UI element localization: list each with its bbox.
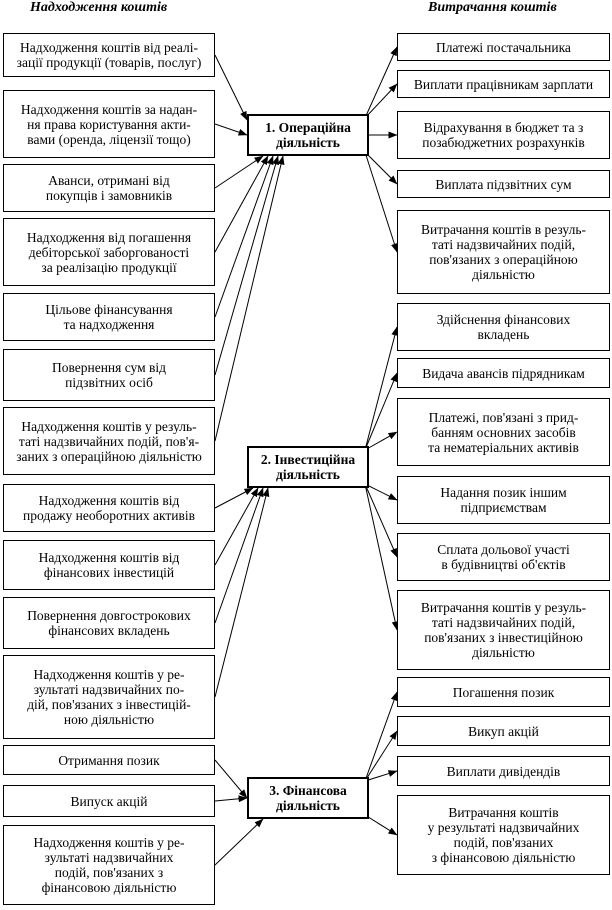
inflow-box: Отримання позик	[3, 745, 215, 775]
inflow-box: Випуск акцій	[3, 785, 215, 817]
outflow-arrow	[364, 483, 398, 501]
outflow-box: Викуп акцій	[397, 716, 610, 746]
outflow-box: Виплата підзвітних сум	[397, 170, 610, 198]
outflow-arrow	[364, 770, 398, 782]
outflow-arrow	[364, 691, 398, 782]
inflow-arrow	[214, 795, 248, 803]
inflow-arrow	[214, 487, 270, 698]
inflow-arrow	[214, 54, 248, 121]
outflow-arrow	[364, 483, 398, 558]
outflow-box: Виплати дивідендів	[397, 756, 610, 786]
outflow-box: Платежі постачальника	[397, 33, 610, 61]
activity-box: 1. Операційна діяльність	[247, 114, 369, 156]
inflow-box: Надходження коштів від продажу необоротн…	[3, 484, 215, 532]
outflow-arrow	[364, 83, 398, 119]
outflow-box: Витрачання коштів у результаті надзвичай…	[397, 795, 610, 875]
inflow-box: Надходження коштів від фінансових інвест…	[3, 540, 215, 590]
inflow-arrow	[214, 155, 264, 189]
inflow-box: Повернення сум від підзвітних осіб	[3, 349, 215, 401]
outflow-arrow	[364, 730, 398, 782]
inflows-header: Надходження коштів	[30, 0, 168, 15]
outflows-header: Витрачання коштів	[428, 0, 557, 15]
outflow-arrow	[364, 814, 398, 836]
inflow-box: Надходження коштів за надан- ня права ко…	[3, 90, 215, 158]
activity-box: 2. Інвестиційна діяльність	[247, 446, 369, 488]
outflow-arrow	[364, 483, 399, 631]
inflow-arrow	[214, 123, 248, 136]
inflow-arrow	[214, 487, 259, 566]
inflow-box: Надходження коштів у ре- зультаті надзви…	[3, 825, 215, 905]
outflow-arrow	[364, 151, 398, 253]
outflow-box: Виплати працівникам зарплати	[397, 70, 610, 98]
inflow-arrow	[214, 487, 254, 509]
inflow-arrow	[214, 818, 264, 866]
outflow-box: Надання позик іншим підприємствам	[397, 476, 610, 524]
inflow-arrow	[214, 155, 280, 376]
activity-box: 3. Фінансова діяльність	[247, 777, 369, 819]
inflow-box: Надходження коштів від реалі- зації прод…	[3, 33, 215, 77]
inflow-box: Надходження від погашення дебіторської з…	[3, 218, 215, 286]
inflow-arrow	[214, 487, 264, 624]
inflow-arrow	[214, 155, 285, 442]
inflow-box: Повернення довгострокових фінансових вкл…	[3, 597, 215, 649]
outflow-arrow	[364, 326, 399, 451]
outflow-arrow	[364, 372, 398, 451]
outflow-box: Сплата дольової участі в будівництві об'…	[397, 533, 610, 581]
outflow-box: Витрачання коштів у резуль- таті надзвич…	[397, 590, 610, 670]
inflow-arrow	[214, 155, 269, 253]
outflow-box: Платежі, пов'язані з прид- банням основн…	[397, 398, 610, 466]
inflow-arrow	[214, 759, 248, 799]
inflow-box: Цільове фінансування та надходження	[3, 293, 215, 341]
outflow-arrow	[364, 431, 398, 451]
outflow-box: Витрачання коштів в резуль- таті надзвич…	[397, 210, 610, 294]
outflow-box: Здійснення фінансових вкладень	[397, 303, 610, 351]
outflow-box: Відрахування в бюджет та з позабюджетних…	[397, 111, 610, 159]
inflow-box: Надходження коштів у ре- зультаті надзви…	[3, 655, 215, 739]
outflow-arrow	[364, 46, 398, 119]
inflow-box: Надходження коштів у резуль- таті надзви…	[3, 407, 215, 475]
outflow-box: Видача авансів підрядникам	[397, 358, 610, 388]
inflow-box: Аванси, отримані від покупців і замовник…	[3, 164, 215, 212]
outflow-box: Погашення позик	[397, 677, 610, 707]
outflow-arrow	[364, 151, 398, 185]
inflow-arrow	[214, 155, 274, 318]
